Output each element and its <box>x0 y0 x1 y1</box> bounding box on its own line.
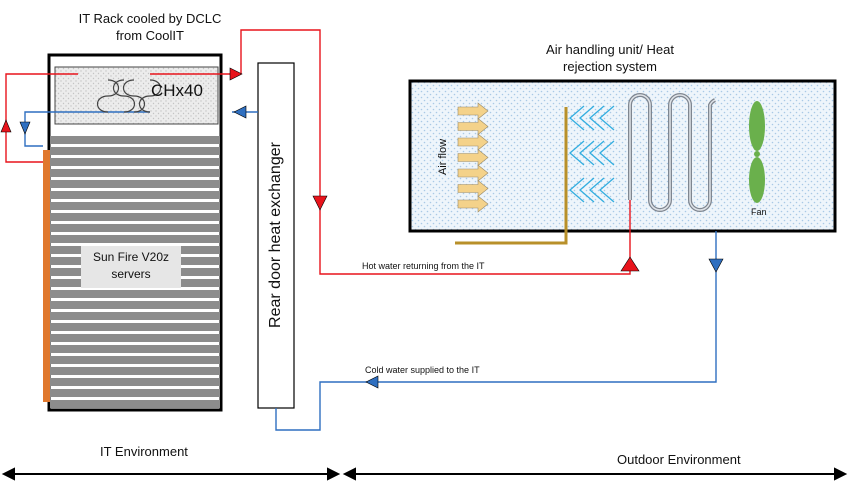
server-bar <box>50 334 220 342</box>
ahu-wall-line <box>455 107 568 245</box>
airflow-arrow <box>457 117 489 136</box>
chevron-arrow <box>599 177 615 203</box>
rear-door-heat-exchanger <box>257 62 295 409</box>
chx40-box <box>54 66 219 125</box>
fan-icon <box>749 101 765 203</box>
chevron-arrow <box>579 105 595 131</box>
rack-title-line1: IT Rack cooled by DCLC <box>78 11 222 26</box>
fan-label: Fan <box>751 207 767 217</box>
server-bar <box>50 290 220 298</box>
chevron-arrow <box>589 105 605 131</box>
ahu-title-line2: rejection system <box>563 59 657 74</box>
server-bars <box>50 136 220 408</box>
airflow-arrow <box>457 148 489 167</box>
airflow-arrow <box>457 179 489 198</box>
server-bar <box>50 356 220 364</box>
airflow-arrow <box>457 133 489 151</box>
airflow-arrow <box>457 195 489 213</box>
servers-label-line2: servers <box>111 267 151 281</box>
airflow-label: Air flow <box>437 138 449 176</box>
server-bar <box>50 147 220 155</box>
chevron-arrow <box>579 177 595 203</box>
chevron-arrow <box>599 140 615 166</box>
chevron-arrow <box>589 177 605 203</box>
server-bar <box>50 213 220 221</box>
rack-title-line2: from CoolIT <box>116 28 184 43</box>
chevron-arrows <box>569 105 615 203</box>
hot-arrow-pipe <box>312 195 328 211</box>
chevron-arrow <box>579 140 595 166</box>
server-bar <box>50 367 220 375</box>
servers-label-line1: Sun Fire V20z <box>92 250 170 264</box>
cold-arrow-pipe <box>365 375 379 389</box>
ahu-title: Air handling unit/ Heat rejection system <box>510 41 710 75</box>
manifold <box>43 150 50 402</box>
server-bar <box>50 389 220 397</box>
server-bar <box>50 158 220 166</box>
airflow-arrows <box>457 102 489 213</box>
hot-arrow-rack <box>229 67 243 81</box>
airflow-arrow <box>457 102 489 120</box>
server-bar <box>50 224 220 232</box>
chevron-arrow <box>599 105 615 131</box>
chevron-arrow <box>569 177 585 203</box>
hot-arrow-left <box>0 119 12 133</box>
server-bar <box>50 169 220 177</box>
it-environment-arrow <box>1 467 341 481</box>
server-bar <box>50 235 220 243</box>
server-bar <box>50 202 220 210</box>
server-bar <box>50 301 220 309</box>
server-bar <box>50 180 220 188</box>
cold-arrow-rack <box>233 105 247 119</box>
chevron-arrow <box>569 140 585 166</box>
server-bar <box>50 323 220 331</box>
server-bar <box>50 378 220 386</box>
servers-label-box: Sun Fire V20z servers <box>81 246 181 288</box>
chx-coil-icon <box>96 79 162 113</box>
hot-water-label: Hot water returning from the IT <box>362 261 485 271</box>
rack-title: IT Rack cooled by DCLC from CoolIT <box>40 10 260 44</box>
cold-water-label: Cold water supplied to the IT <box>365 365 480 375</box>
chevron-arrow <box>569 105 585 131</box>
rear-door-label: Rear door heat exchanger <box>267 142 284 328</box>
cold-arrow-left <box>19 121 31 135</box>
chx40-label: CHx40 <box>151 81 203 100</box>
server-bar <box>50 400 220 408</box>
airflow-arrow <box>457 164 489 182</box>
it-environment-label: IT Environment <box>100 444 188 459</box>
outdoor-environment-arrow <box>342 467 848 481</box>
hot-arrow-ahu <box>620 256 640 272</box>
server-bar <box>50 136 220 144</box>
ahu-title-line1: Air handling unit/ Heat <box>546 42 674 57</box>
outdoor-environment-label: Outdoor Environment <box>617 452 741 467</box>
server-bar <box>50 312 220 320</box>
server-bar <box>50 191 220 199</box>
server-bar <box>50 345 220 353</box>
chevron-arrow <box>589 140 605 166</box>
cold-arrow-ahu <box>708 258 724 273</box>
